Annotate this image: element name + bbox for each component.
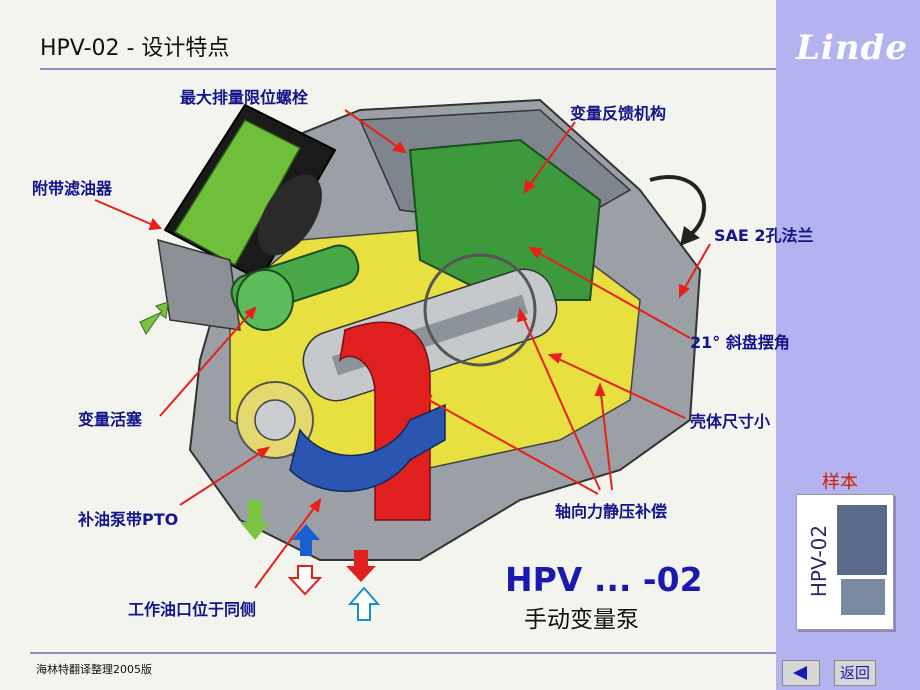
label-control-piston: 变量活塞 bbox=[78, 410, 143, 429]
footer-credit: 海林特翻译整理2005版 bbox=[36, 663, 152, 676]
low-pressure-channel bbox=[289, 403, 446, 493]
footer-divider bbox=[30, 652, 776, 654]
left-arrow-icon bbox=[793, 666, 807, 680]
rotation-arrow bbox=[649, 175, 707, 237]
brochure-title: HPV-02 bbox=[807, 524, 832, 598]
port-arrow-red-outline bbox=[287, 565, 323, 596]
label-sae-flange: SAE 2孔法兰 bbox=[714, 226, 814, 245]
product-name: 手动变量泵 bbox=[524, 607, 639, 633]
previous-button[interactable] bbox=[782, 660, 820, 686]
label-ports-same-side: 工作油口位于同侧 bbox=[128, 600, 257, 619]
brochure-thumbnail[interactable]: HPV-02 bbox=[796, 494, 894, 630]
label-swashplate-angle: 21° 斜盘摆角 bbox=[690, 333, 790, 352]
label-max-displacement-bolt: 最大排量限位螺栓 bbox=[180, 88, 309, 107]
port-arrow-red bbox=[346, 550, 376, 582]
back-button[interactable]: 返回 bbox=[834, 660, 876, 686]
charge-pump bbox=[236, 381, 314, 459]
high-pressure-channel bbox=[338, 321, 431, 521]
product-model: HPV ... -02 bbox=[505, 560, 703, 599]
label-filter: 附带滤油器 bbox=[32, 179, 113, 198]
inflow-arrow bbox=[139, 301, 169, 335]
page-title: HPV-02 - 设计特点 bbox=[40, 36, 230, 61]
label-compact-housing: 壳体尺寸小 bbox=[690, 412, 771, 431]
title-divider bbox=[40, 68, 776, 70]
downflow-arrow bbox=[240, 500, 270, 540]
label-feedback-mechanism: 变量反馈机构 bbox=[570, 104, 667, 123]
brochure-image-pump bbox=[841, 579, 885, 615]
linde-logo: Linde bbox=[796, 28, 908, 68]
port-arrow-blue-outline bbox=[347, 586, 381, 621]
brochure-image bbox=[837, 505, 887, 575]
sample-label: 样本 bbox=[822, 472, 858, 493]
label-charge-pump-pto: 补油泵带PTO bbox=[78, 510, 179, 529]
port-arrow-blue bbox=[292, 524, 320, 556]
label-axial-compensation: 轴向力静压补偿 bbox=[555, 502, 668, 521]
filter-housing bbox=[157, 238, 241, 331]
leader-arrows bbox=[94, 109, 711, 589]
